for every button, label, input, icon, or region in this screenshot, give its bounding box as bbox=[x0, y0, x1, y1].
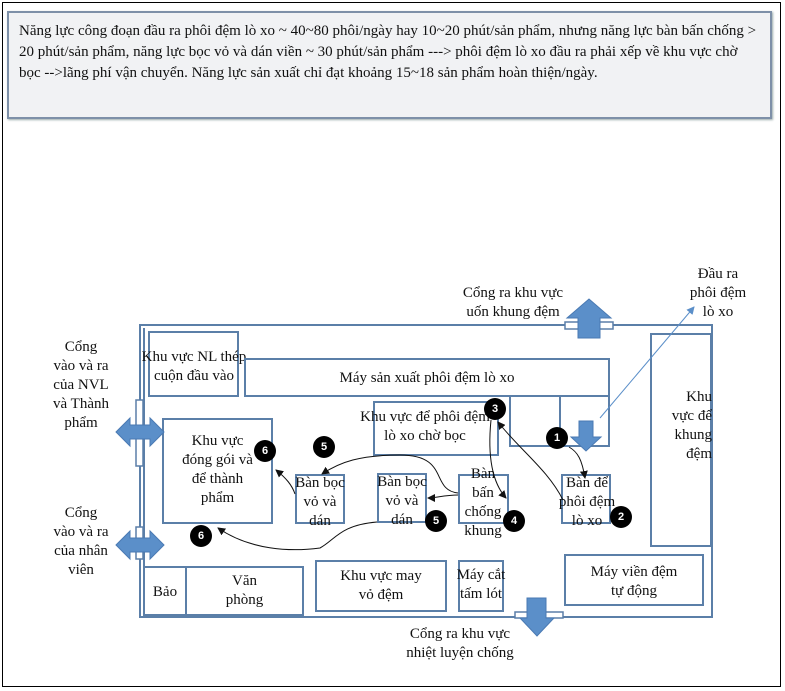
label-edging: Máy viền đệm tự động bbox=[590, 564, 678, 599]
area-office bbox=[185, 566, 304, 616]
label-staple-table: Bàn bấn chống khung bbox=[464, 466, 502, 539]
label-spring-machine: Máy sản xuất phôi đệm lò xo bbox=[339, 370, 515, 386]
factory-wall bbox=[139, 324, 713, 618]
label-office: Văn phòng bbox=[225, 573, 264, 608]
label-waiting: Khu vực để phôi đệm lò xo chờ bọc bbox=[360, 409, 490, 444]
area-edging bbox=[564, 554, 704, 606]
label-cutter: Máy cắt tấm lót bbox=[456, 567, 506, 602]
step-badge-5a: 5 bbox=[313, 436, 335, 458]
area-sewing bbox=[315, 560, 447, 612]
flow-5-to-6b bbox=[217, 521, 378, 551]
area-cutter bbox=[458, 560, 504, 612]
step-badge-1: 1 bbox=[546, 427, 568, 449]
area-wrap-table-1 bbox=[295, 474, 345, 524]
flow-3-to-4 bbox=[489, 419, 507, 499]
step-badge-4: 4 bbox=[503, 510, 525, 532]
label-packing: Khu vực đóng gói và để thành phẩm bbox=[182, 433, 253, 506]
gate-bottom-arrow-icon bbox=[518, 597, 556, 637]
step-badge-6b: 6 bbox=[190, 525, 212, 547]
machine-output-arrow-icon bbox=[569, 420, 603, 452]
area-staple-table bbox=[458, 474, 509, 524]
gate-top-arrow-icon bbox=[565, 298, 613, 339]
label-sewing: Khu vực may vỏ đệm bbox=[340, 568, 422, 603]
step-badge-2: 2 bbox=[610, 506, 632, 528]
output-line bbox=[599, 306, 695, 419]
label-gate-output: Đầu ra phôi đệm lò xo bbox=[689, 266, 747, 320]
area-frame-storage bbox=[650, 333, 712, 547]
gate-left-material-arrow-icon bbox=[115, 416, 165, 448]
label-gate-left-staff: Cổng vào và ra của nhân viên bbox=[53, 505, 109, 578]
step-badge-3: 3 bbox=[484, 398, 506, 420]
label-wrap-table-1: Bàn bọc vỏ và dán bbox=[295, 475, 345, 529]
note-text: Năng lực công đoạn đầu ra phôi đệm lò xo… bbox=[19, 23, 757, 81]
label-gate-left-material: Cổng vào và ra của NVL và Thành phẩm bbox=[53, 339, 109, 431]
area-packing bbox=[162, 418, 273, 524]
step-badge-5b: 5 bbox=[425, 510, 447, 532]
area-spring-machine bbox=[244, 358, 610, 397]
flow-2-to-3 bbox=[497, 421, 564, 501]
gate-left-staff-arrow-icon bbox=[115, 529, 165, 561]
flow-4-to-5b bbox=[321, 454, 459, 494]
flow-4-to-5a bbox=[427, 493, 459, 502]
area-steel-input bbox=[148, 331, 239, 397]
label-guard: Bảo bbox=[152, 584, 178, 600]
label-gate-bottom: Cổng ra khu vực nhiệt luyện chống bbox=[406, 626, 514, 661]
area-wrap-table-2 bbox=[377, 473, 427, 523]
label-frame-storage: Khu vực để khung đệm bbox=[671, 389, 712, 462]
analysis-note: Năng lực công đoạn đầu ra phôi đệm lò xo… bbox=[7, 11, 772, 119]
label-spring-table: Bàn để phôi đệm lò xo bbox=[558, 475, 616, 529]
label-gate-top: Cổng ra khu vực uốn khung đệm bbox=[462, 285, 564, 320]
step-badge-6a: 6 bbox=[254, 440, 276, 462]
label-wrap-table-2: Bàn bọc vỏ và dán bbox=[377, 474, 427, 528]
flow-5-to-6a bbox=[275, 469, 296, 495]
label-steel-input: Khu vực NL thép cuộn đầu vào bbox=[141, 349, 247, 384]
flow-1-to-2 bbox=[568, 446, 588, 479]
